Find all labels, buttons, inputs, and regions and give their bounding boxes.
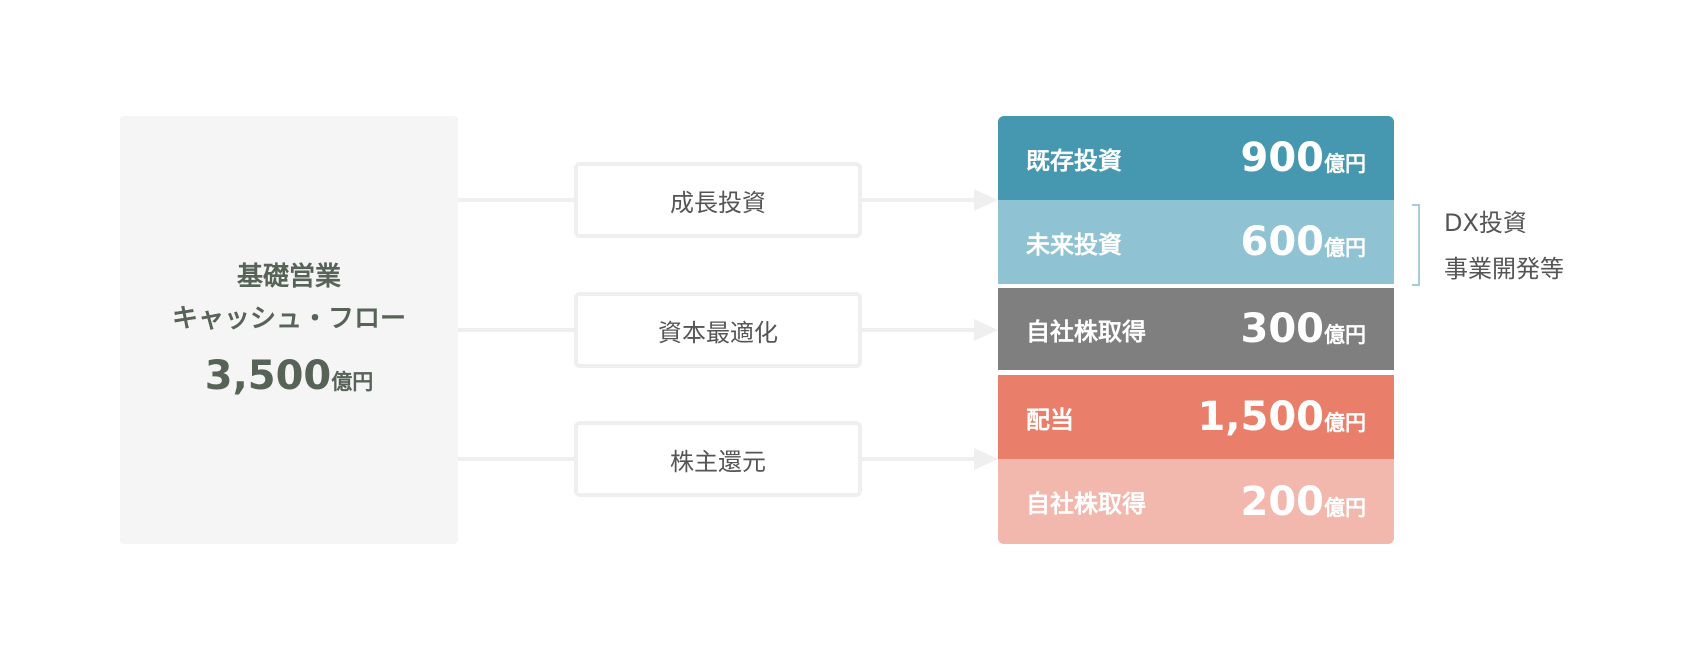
breakdown-amount: 300億円: [1241, 306, 1367, 352]
breakdown-amount-value: 600: [1240, 219, 1325, 265]
source-title-line2: キャッシュ・フロー: [171, 304, 406, 334]
allocation-capital-optimization: 資本最適化: [574, 292, 862, 368]
source-amount-unit: 億円: [331, 370, 374, 394]
allocation-label: 株主還元: [670, 447, 766, 476]
breakdown-share-buyback-returns: 自社株取得 200億円: [998, 459, 1394, 544]
breakdown-future-investment: 未来投資 600億円: [998, 200, 1394, 284]
future-investment-bracket: [1412, 204, 1420, 286]
breakdown-label: 配当: [1026, 405, 1074, 434]
breakdown-amount: 600億円: [1241, 219, 1367, 265]
breakdown-amount: 1,500億円: [1197, 394, 1366, 440]
breakdown-amount-unit: 億円: [1324, 152, 1366, 176]
future-investment-note: DX投資 事業開発等: [1444, 200, 1564, 292]
breakdown-amount-value: 1,500: [1197, 394, 1324, 440]
breakdown-amount-unit: 億円: [1324, 411, 1366, 435]
note-line1: DX投資: [1444, 209, 1527, 237]
connector-returns-to-breakdown: [862, 457, 978, 461]
allocation-label: 成長投資: [670, 188, 766, 217]
allocation-label: 資本最適化: [658, 318, 778, 347]
source-amount: 3,500億円: [205, 354, 374, 404]
breakdown-existing-investment: 既存投資 900億円: [998, 116, 1394, 200]
arrow-returns-icon: [974, 448, 998, 470]
source-amount-value: 3,500: [204, 353, 332, 399]
breakdown-label: 自社株取得: [1026, 490, 1146, 518]
breakdown-label: 未来投資: [1026, 230, 1122, 259]
arrow-growth-icon: [974, 189, 998, 211]
breakdown-amount-unit: 億円: [1324, 236, 1366, 260]
breakdown-amount: 900億円: [1241, 135, 1367, 181]
source-title-line1: 基礎営業: [236, 262, 341, 292]
operating-cash-flow-box: 基礎営業 キャッシュ・フロー 3,500億円: [120, 116, 458, 544]
connector-source-to-growth: [458, 198, 574, 202]
breakdown-amount-unit: 億円: [1324, 323, 1366, 347]
breakdown-share-buyback: 自社株取得 300億円: [998, 288, 1394, 370]
breakdown-amount-unit: 億円: [1324, 495, 1366, 520]
connector-growth-to-breakdown: [862, 198, 978, 202]
connector-source-to-capital: [458, 328, 574, 332]
breakdown-dividends: 配当 1,500億円: [998, 375, 1394, 459]
breakdown-amount-value: 300: [1240, 306, 1325, 352]
allocation-growth-investment: 成長投資: [574, 162, 862, 238]
breakdown-label: 既存投資: [1026, 146, 1122, 175]
breakdown-stack: 既存投資 900億円 未来投資 600億円 自社株取得 300億円 配当 1,5…: [998, 116, 1394, 544]
note-line2: 事業開発等: [1444, 255, 1564, 283]
connector-source-to-returns: [458, 457, 574, 461]
breakdown-label: 自社株取得: [1026, 317, 1146, 346]
breakdown-amount: 200億円: [1241, 479, 1367, 525]
arrow-capital-icon: [974, 319, 998, 341]
allocation-shareholder-returns: 株主還元: [574, 421, 862, 497]
connector-capital-to-breakdown: [862, 328, 978, 332]
breakdown-amount-value: 200: [1240, 478, 1325, 525]
breakdown-amount-value: 900: [1240, 135, 1325, 181]
